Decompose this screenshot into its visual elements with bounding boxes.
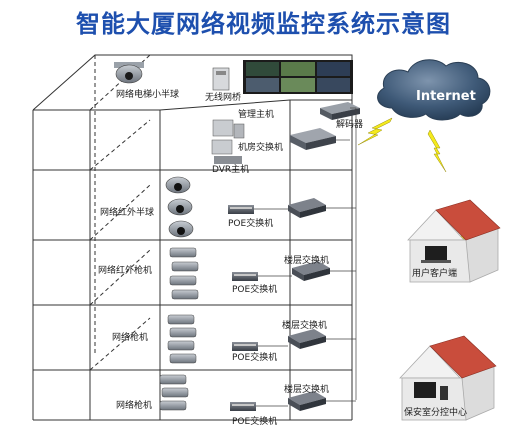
poe-switch-floor4 xyxy=(232,272,258,281)
floor-plate-3 xyxy=(33,249,352,306)
floor-plate-5 xyxy=(33,119,352,171)
decoder-label: 解码器 xyxy=(336,118,363,130)
elevator-dome-label: 网络电梯小半球 xyxy=(116,88,179,100)
ir-bullet-label: 网络红外枪机 xyxy=(98,264,152,276)
floor-switch-5 xyxy=(288,198,326,218)
machine-room-switch-icon xyxy=(290,128,336,150)
floor-plate-2 xyxy=(33,317,352,371)
user-client-label: 用户客户端 xyxy=(412,267,457,279)
decoder-icon xyxy=(320,102,360,120)
security-center-house-icon xyxy=(399,335,497,421)
dvr-host-label: DVR主机 xyxy=(212,163,249,175)
building-frame xyxy=(32,54,353,421)
management-host-label: 管理主机 xyxy=(238,108,274,120)
security-center-label: 保安室分控中心 xyxy=(404,406,467,418)
network-cabling xyxy=(254,107,357,407)
poe-switch-floor2 xyxy=(230,402,256,411)
floor-switch-2 xyxy=(288,391,326,411)
elevator-dome-camera xyxy=(114,62,144,84)
internet-cloud-icon xyxy=(377,59,491,121)
floor-plate-6 xyxy=(33,54,352,111)
bullet-cameras-floor2 xyxy=(159,374,189,411)
diagram-title: 智能大厦网络视频监控系统示意图 xyxy=(76,10,451,38)
management-host-icon xyxy=(211,119,245,164)
ir-bullet-cameras xyxy=(169,247,199,300)
floor-switch-label-2: 楼层交换机 xyxy=(284,383,329,395)
poe-switch-label-3: POE交换机 xyxy=(232,351,277,363)
poe-switch-floor5 xyxy=(228,205,254,214)
floor-switch-label-4: 楼层交换机 xyxy=(284,254,329,266)
video-wall-icon xyxy=(243,60,353,94)
floor-switch-4 xyxy=(292,261,330,281)
poe-switch-floor3 xyxy=(232,342,258,351)
bullet-label-3: 网络枪机 xyxy=(112,331,148,343)
bullet-label-2: 网络枪机 xyxy=(116,399,152,411)
machine-room-switch-label: 机房交换机 xyxy=(238,141,283,153)
internet-label: Internet xyxy=(416,89,476,104)
floor-plate-4 xyxy=(33,184,352,241)
user-client-house-icon xyxy=(407,199,501,283)
ir-dome-label: 网络红外半球 xyxy=(100,206,154,218)
bullet-cameras-floor3 xyxy=(167,314,197,364)
wireless-bridge-icon xyxy=(212,67,230,91)
floor-switch-3 xyxy=(288,329,326,349)
wireless-bridge-label: 无线网桥 xyxy=(205,91,241,103)
ir-dome-cameras xyxy=(165,176,194,238)
poe-switch-label-5: POE交换机 xyxy=(228,217,273,229)
poe-switch-label-2: POE交换机 xyxy=(232,415,277,427)
floor-switch-label-3: 楼层交换机 xyxy=(282,319,327,331)
poe-switch-label-4: POE交换机 xyxy=(232,283,277,295)
